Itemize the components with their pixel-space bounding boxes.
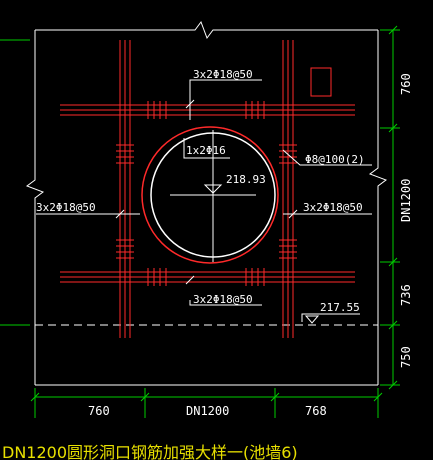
dim-right-1: 760 [399, 73, 413, 95]
horizontal-rebars-top [60, 104, 355, 116]
right-rebar-label: 3x2Φ18@50 [303, 201, 363, 214]
ring-rebar [141, 126, 279, 264]
dim-right-3: 736 [399, 284, 413, 306]
elevation-marker-bottom [304, 315, 320, 324]
center-elevation-label: 218.93 [226, 173, 266, 186]
right-dimension-chain [380, 25, 400, 390]
dim-bottom-1: 760 [88, 404, 110, 418]
stirrup-ticks [116, 101, 297, 286]
top-rebar-label: 3x2Φ18@50 [193, 68, 253, 81]
dim-right-2: DN1200 [399, 179, 413, 222]
elevation-marker-center [203, 184, 223, 194]
mark-square [310, 67, 332, 97]
left-rebar-label: 3x2Φ18@50 [36, 201, 96, 214]
bottom-dimension-chain [30, 388, 383, 418]
vertical-rebars-left [119, 40, 131, 338]
bottom-elevation-label: 217.55 [320, 301, 360, 314]
wall-outline [25, 20, 388, 386]
dim-bottom-3: 768 [305, 404, 327, 418]
drawing-title: DN1200圆形洞口钢筋加强大样一(池墙6) [2, 443, 298, 460]
horizontal-rebars-bottom [60, 271, 355, 283]
dim-right-4: 750 [399, 346, 413, 368]
leader-ticks [115, 99, 298, 285]
stirrup-label: Φ8@100(2) [305, 153, 365, 166]
vertical-rebars-right [282, 40, 294, 338]
bottom-rebar-label: 3x2Φ18@50 [193, 293, 253, 306]
dim-bottom-2: DN1200 [186, 404, 229, 418]
leaders [36, 79, 372, 322]
left-grid-ticks [0, 39, 30, 326]
ring-rebar-label: 1x2Φ16 [186, 144, 226, 157]
